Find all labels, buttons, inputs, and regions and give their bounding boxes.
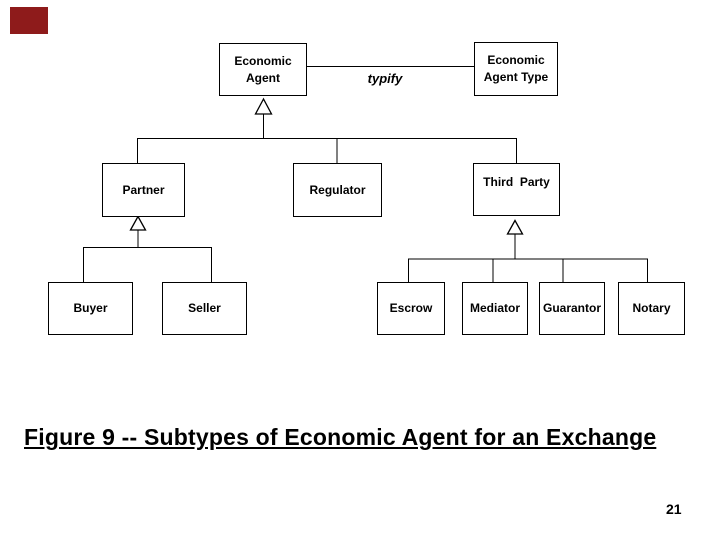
node-economic-agent-type: Economic Agent Type — [474, 42, 558, 96]
generalization-triangle-icon — [506, 219, 524, 235]
node-label: Partner — [122, 182, 165, 197]
page-number: 21 — [666, 501, 682, 517]
typify-edge-label: typify — [367, 71, 403, 86]
node-label: Third Party — [483, 175, 550, 189]
node-buyer: Buyer — [48, 282, 133, 335]
node-economic-agent: Economic Agent — [219, 43, 307, 96]
node-label: Notary — [632, 301, 671, 316]
node-third-party: Third Party — [473, 163, 560, 216]
corner-accent-rectangle — [10, 7, 48, 34]
generalization-triangle-icon — [254, 97, 273, 115]
node-partner: Partner — [102, 163, 185, 217]
node-label: Seller — [188, 301, 221, 316]
node-label: Escrow — [389, 301, 433, 316]
node-label: Economic Agent Type — [483, 53, 549, 84]
node-label: Economic Agent — [234, 53, 292, 85]
node-label: Guarantor — [542, 301, 601, 316]
figure-caption: Figure 9 -- Subtypes of Economic Agent f… — [24, 424, 657, 450]
node-notary: Notary — [618, 282, 685, 335]
node-label: Regulator — [309, 182, 366, 197]
node-label: Buyer — [73, 301, 108, 316]
node-seller: Seller — [162, 282, 247, 335]
node-regulator: Regulator — [293, 163, 382, 217]
generalization-triangle-icon — [129, 215, 147, 231]
node-escrow: Escrow — [377, 282, 445, 335]
node-mediator: Mediator — [462, 282, 528, 335]
node-label: Mediator — [469, 301, 520, 316]
node-guarantor: Guarantor — [539, 282, 605, 335]
